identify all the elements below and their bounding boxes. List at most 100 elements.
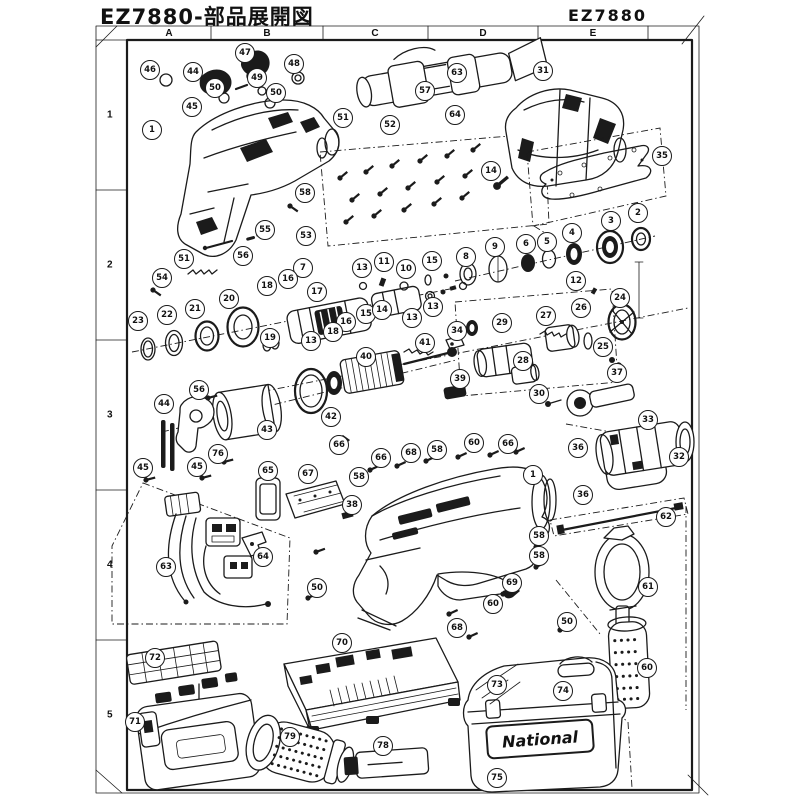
callout-78: 78: [373, 736, 393, 756]
callout-41: 41: [415, 333, 435, 353]
callout-14: 14: [481, 161, 501, 181]
callout-11: 11: [374, 252, 394, 272]
grid-row-4: 4: [107, 559, 113, 571]
callout-75: 75: [487, 768, 507, 788]
callout-68: 68: [447, 618, 467, 638]
callout-31: 31: [533, 61, 553, 81]
callout-70: 70: [332, 633, 352, 653]
callout-56: 56: [233, 246, 253, 266]
screw-set-box: [319, 132, 550, 247]
callout-58: 58: [529, 526, 549, 546]
battery-drawing: [125, 640, 261, 791]
callout-63: 63: [156, 557, 176, 577]
callout-76: 76: [208, 444, 228, 464]
grid-row-1: 1: [107, 109, 113, 121]
charger-drawing: [283, 637, 461, 734]
callout-37: 37: [607, 363, 627, 383]
callout-45: 45: [182, 97, 202, 117]
callout-32: 32: [669, 447, 689, 467]
callout-18: 18: [323, 322, 343, 342]
callout-67: 67: [298, 464, 318, 484]
callout-13: 13: [402, 308, 422, 328]
bearing-train-drawing: [459, 226, 652, 319]
callout-53: 53: [296, 226, 316, 246]
callout-10: 10: [396, 259, 416, 279]
callout-73: 73: [487, 675, 507, 695]
callout-56: 56: [189, 380, 209, 400]
callout-66: 66: [498, 434, 518, 454]
callout-19: 19: [260, 328, 280, 348]
callout-14: 14: [372, 300, 392, 320]
grid-col-B: B: [263, 28, 271, 39]
callout-39: 39: [450, 369, 470, 389]
callout-35: 35: [652, 146, 672, 166]
callout-51: 51: [174, 249, 194, 269]
wiring-harness-drawing: [111, 482, 291, 625]
callout-72: 72: [145, 648, 165, 668]
callout-55: 55: [255, 220, 275, 240]
callout-45: 45: [187, 457, 207, 477]
side-handle-drawing: [594, 525, 651, 709]
gear-housing-drawing: [504, 88, 627, 188]
callout-69: 69: [502, 573, 522, 593]
callout-62: 62: [656, 507, 676, 527]
callout-1: 1: [523, 465, 543, 485]
grid-row-3: 3: [107, 409, 113, 421]
callout-26: 26: [571, 298, 591, 318]
armature-drawing: [161, 347, 467, 471]
callout-60: 60: [483, 594, 503, 614]
callout-12: 12: [566, 271, 586, 291]
callout-66: 66: [371, 448, 391, 468]
callout-13: 13: [352, 258, 372, 278]
callout-52: 52: [380, 115, 400, 135]
callout-58: 58: [427, 440, 447, 460]
callout-27: 27: [536, 306, 556, 326]
callout-1: 1: [142, 120, 162, 140]
gasket-box: [526, 127, 667, 227]
callout-60: 60: [464, 433, 484, 453]
callout-4: 4: [562, 223, 582, 243]
callout-5: 5: [537, 232, 557, 252]
drawing-frame: [95, 15, 709, 796]
callout-54: 54: [152, 268, 172, 288]
callout-74: 74: [553, 681, 573, 701]
callout-44: 44: [154, 394, 174, 414]
callout-3: 3: [601, 211, 621, 231]
page-title: EZ7880-部品展開図: [100, 5, 314, 29]
grid-row-5: 5: [107, 709, 113, 721]
callout-58: 58: [295, 183, 315, 203]
chuck-assembly-drawing: [566, 357, 695, 491]
callout-8: 8: [456, 247, 476, 267]
callout-43: 43: [257, 420, 277, 440]
callout-28: 28: [513, 351, 533, 371]
callout-2: 2: [628, 203, 648, 223]
callout-65: 65: [258, 461, 278, 481]
callout-68: 68: [401, 443, 421, 463]
callout-36: 36: [573, 485, 593, 505]
grip-and-tube-drawing: [245, 714, 430, 785]
callout-25: 25: [593, 337, 613, 357]
grid-col-C: C: [371, 28, 379, 39]
grid-col-A: A: [165, 28, 173, 39]
callout-66: 66: [329, 435, 349, 455]
callout-61: 61: [638, 577, 658, 597]
callout-34: 34: [447, 321, 467, 341]
grid-col-D: D: [479, 28, 487, 39]
callout-36: 36: [568, 438, 588, 458]
callout-7: 7: [293, 258, 313, 278]
model-number: EZ7880: [568, 6, 648, 25]
callout-38: 38: [342, 495, 362, 515]
callout-49: 49: [247, 68, 267, 88]
callout-21: 21: [185, 299, 205, 319]
callout-18: 18: [257, 276, 277, 296]
callout-58: 58: [349, 467, 369, 487]
callout-71: 71: [125, 712, 145, 732]
callout-9: 9: [485, 237, 505, 257]
callout-51: 51: [333, 108, 353, 128]
callout-50: 50: [557, 612, 577, 632]
callout-64: 64: [445, 105, 465, 125]
grid-col-E: E: [589, 28, 597, 39]
callout-15: 15: [422, 251, 442, 271]
